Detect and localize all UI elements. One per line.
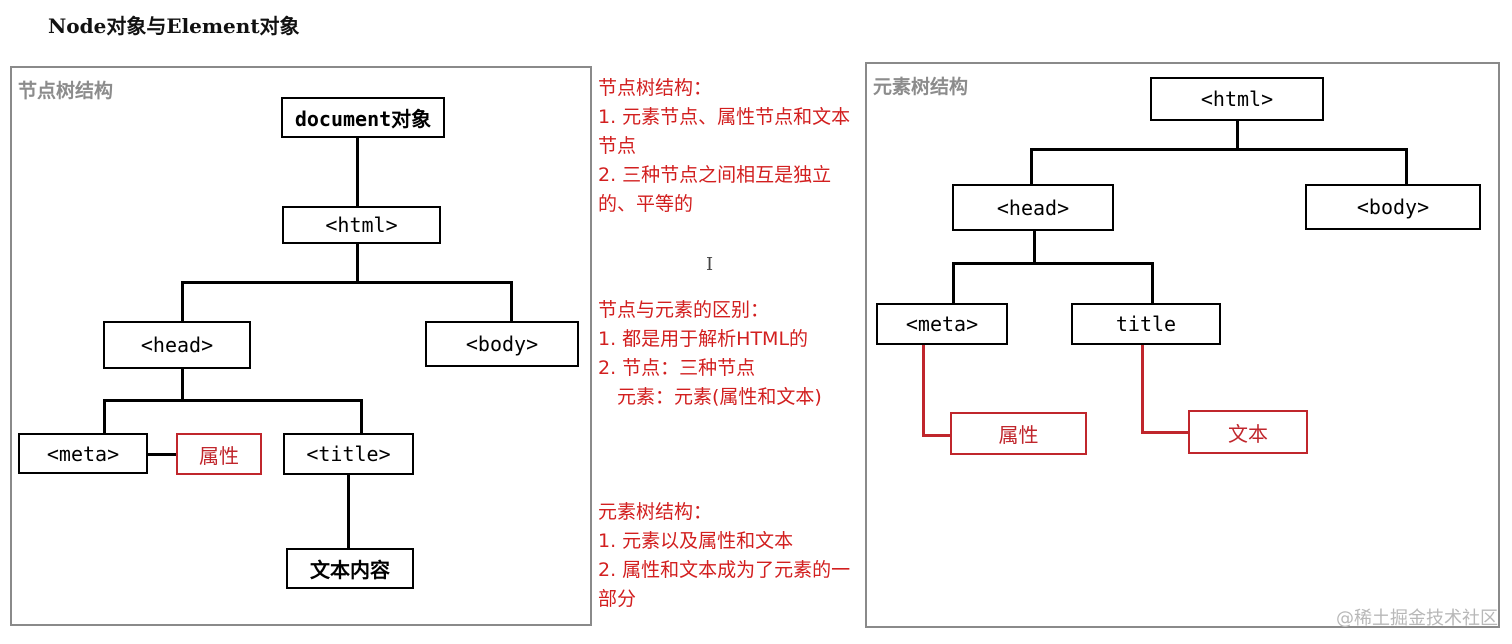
- body-node: <body>: [425, 321, 579, 367]
- title-node: <title>: [283, 433, 414, 475]
- connector: [1030, 148, 1033, 184]
- notes-item: 2. 节点：三种节点: [598, 357, 756, 379]
- connector: [1030, 148, 1408, 151]
- connector: [952, 262, 1154, 265]
- connector: [356, 244, 359, 282]
- connector: [148, 453, 176, 456]
- connector: [510, 281, 513, 321]
- notes-item: 1. 元素以及属性和文本: [598, 530, 794, 552]
- element-title-node: title: [1071, 303, 1221, 345]
- notes-section-2: 节点与元素的区别： 1. 都是用于解析HTML的 2. 节点：三种节点 元素：元…: [598, 296, 860, 412]
- connector: [1236, 121, 1239, 150]
- connector: [181, 281, 513, 284]
- connector: [347, 474, 350, 548]
- notes-section-1: 节点树结构： 1. 元素节点、属性节点和文本节点 2. 三种节点之间相互是独立的…: [598, 74, 860, 219]
- connector: [952, 262, 955, 303]
- element-body-node: <body>: [1305, 184, 1481, 230]
- connector: [1033, 231, 1036, 264]
- element-head-node: <head>: [952, 184, 1114, 231]
- notes-heading: 节点树结构：: [598, 77, 713, 99]
- notes-item: 1. 都是用于解析HTML的: [598, 328, 809, 350]
- connector: [181, 368, 184, 400]
- connector: [103, 399, 106, 433]
- connector: [360, 399, 363, 433]
- text-cursor-icon: I: [706, 254, 714, 275]
- notes-item: 2. 属性和文本成为了元素的一部分: [598, 559, 851, 610]
- element-attribute-node: 属性: [950, 412, 1087, 455]
- page-title: Node对象与Element对象: [48, 14, 300, 38]
- element-html-node: <html>: [1150, 77, 1324, 121]
- text-content-node: 文本内容: [286, 548, 414, 589]
- notes-item: 元素：元素(属性和文本): [598, 386, 822, 408]
- connector: [181, 281, 184, 321]
- node-tree-label: 节点树结构: [18, 80, 114, 102]
- connector: [1151, 262, 1154, 303]
- element-tree-label: 元素树结构: [873, 76, 969, 98]
- connector: [103, 399, 363, 402]
- document-node: document对象: [281, 97, 445, 138]
- head-node: <head>: [103, 321, 251, 369]
- notes-item: 1. 元素节点、属性节点和文本节点: [598, 106, 851, 157]
- attribute-link: [922, 343, 925, 436]
- element-meta-node: <meta>: [876, 303, 1008, 345]
- text-link: [1141, 345, 1144, 433]
- notes-heading: 节点与元素的区别：: [598, 299, 770, 321]
- notes-item: 2. 三种节点之间相互是独立的、平等的: [598, 164, 832, 215]
- meta-node: <meta>: [18, 433, 148, 474]
- connector: [1405, 148, 1408, 184]
- text-link: [1141, 431, 1189, 434]
- attribute-link: [922, 434, 952, 437]
- element-text-node: 文本: [1188, 410, 1308, 454]
- attribute-node: 属性: [176, 433, 262, 475]
- notes-heading: 元素树结构：: [598, 501, 713, 523]
- connector: [356, 136, 359, 206]
- element-tree-panel: [865, 62, 1500, 628]
- notes-section-3: 元素树结构： 1. 元素以及属性和文本 2. 属性和文本成为了元素的一部分: [598, 498, 860, 614]
- html-node: <html>: [282, 206, 441, 244]
- watermark: @稀土掘金技术社区: [1336, 608, 1498, 629]
